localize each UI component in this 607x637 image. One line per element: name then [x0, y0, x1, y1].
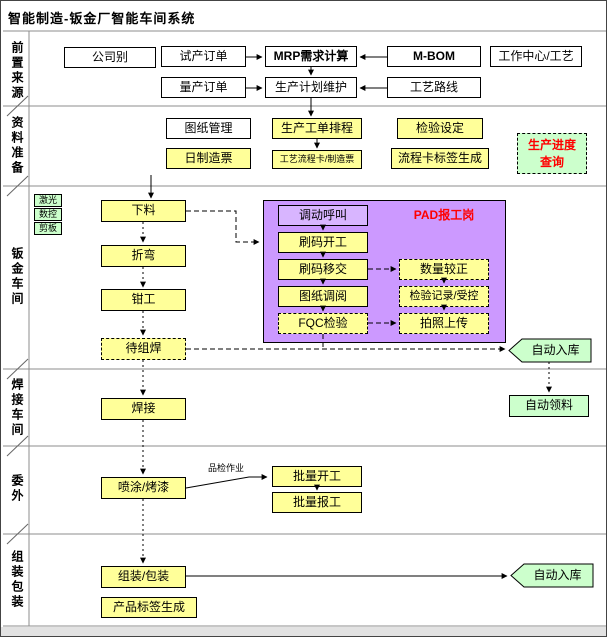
node-cnc: 数控	[34, 208, 62, 221]
node-laser: 激光	[34, 194, 62, 207]
node-scan-start: 刷码开工	[278, 232, 368, 253]
pad-station-title: PAD报工岗	[413, 207, 475, 222]
page-title: 智能制造-钣金厂智能车间系统	[8, 11, 196, 26]
node-inspection-setting: 检验设定	[397, 118, 483, 139]
node-trial-order: 试产订单	[161, 46, 246, 67]
lane-label-sheet-metal: 钣金车间	[10, 247, 24, 307]
node-progress-query: 生产进度查询	[517, 133, 587, 174]
node-work-center: 工作中心/工艺	[490, 46, 582, 67]
node-spray: 喷涂/烤漆	[101, 477, 186, 499]
node-qty-correct: 数量较正	[399, 259, 489, 280]
lane-label-outsourcing: 委外	[10, 474, 24, 504]
node-process-route: 工艺路线	[387, 77, 481, 98]
node-mrp-calc: MRP需求计算	[265, 46, 357, 67]
node-plan-maintain: 生产计划维护	[265, 77, 357, 98]
quality-check-label: 品检作业	[207, 462, 244, 473]
node-batch-report: 批量报工	[272, 492, 362, 513]
node-company: 公司别	[64, 47, 156, 68]
lane-label-welding: 焊接车间	[10, 378, 24, 438]
node-welding: 焊接	[101, 398, 186, 420]
node-pre-weld: 待组焊	[101, 338, 186, 360]
node-photo-upload: 拍照上传	[399, 313, 489, 334]
auto-stock-tag-shapes	[508, 338, 594, 588]
node-work-order-schedule: 生产工单排程	[272, 118, 362, 139]
node-drawing-mgmt: 图纸管理	[166, 118, 251, 139]
node-bench-work: 钳工	[101, 289, 186, 311]
node-assembly-pack: 组装/包装	[101, 566, 186, 588]
bottom-scrollbar[interactable]	[1, 627, 606, 636]
node-mbom: M-BOM	[387, 46, 481, 67]
node-inspect-record: 检验记录/受控	[399, 286, 489, 307]
node-auto-picking: 自动领料	[509, 395, 589, 417]
node-bending: 折弯	[101, 245, 186, 267]
node-drawing-view: 图纸调阅	[278, 286, 368, 307]
node-daily-ticket: 日制造票	[166, 148, 251, 169]
node-scan-transfer: 刷码移交	[278, 259, 368, 280]
node-shear: 剪板	[34, 222, 62, 235]
lane-label-assembly: 组装包装	[10, 550, 24, 610]
node-auto-stock-in-2: 自动入库	[533, 567, 582, 582]
node-process-card: 工艺流程卡/制造票	[272, 150, 362, 169]
node-dispatch-call: 调动呼叫	[278, 205, 368, 226]
node-auto-stock-in-1: 自动入库	[531, 342, 580, 357]
node-fqc: FQC检验	[278, 313, 368, 334]
lane-label-data-prep: 资料准备	[10, 116, 24, 176]
node-cutting: 下料	[101, 200, 186, 222]
lane-label-pre-source: 前置来源	[10, 41, 24, 101]
node-batch-start: 批量开工	[272, 466, 362, 487]
node-product-label: 产品标签生成	[101, 597, 197, 618]
node-mass-order: 量产订单	[161, 77, 246, 98]
node-card-label-gen: 流程卡标签生成	[391, 148, 489, 169]
